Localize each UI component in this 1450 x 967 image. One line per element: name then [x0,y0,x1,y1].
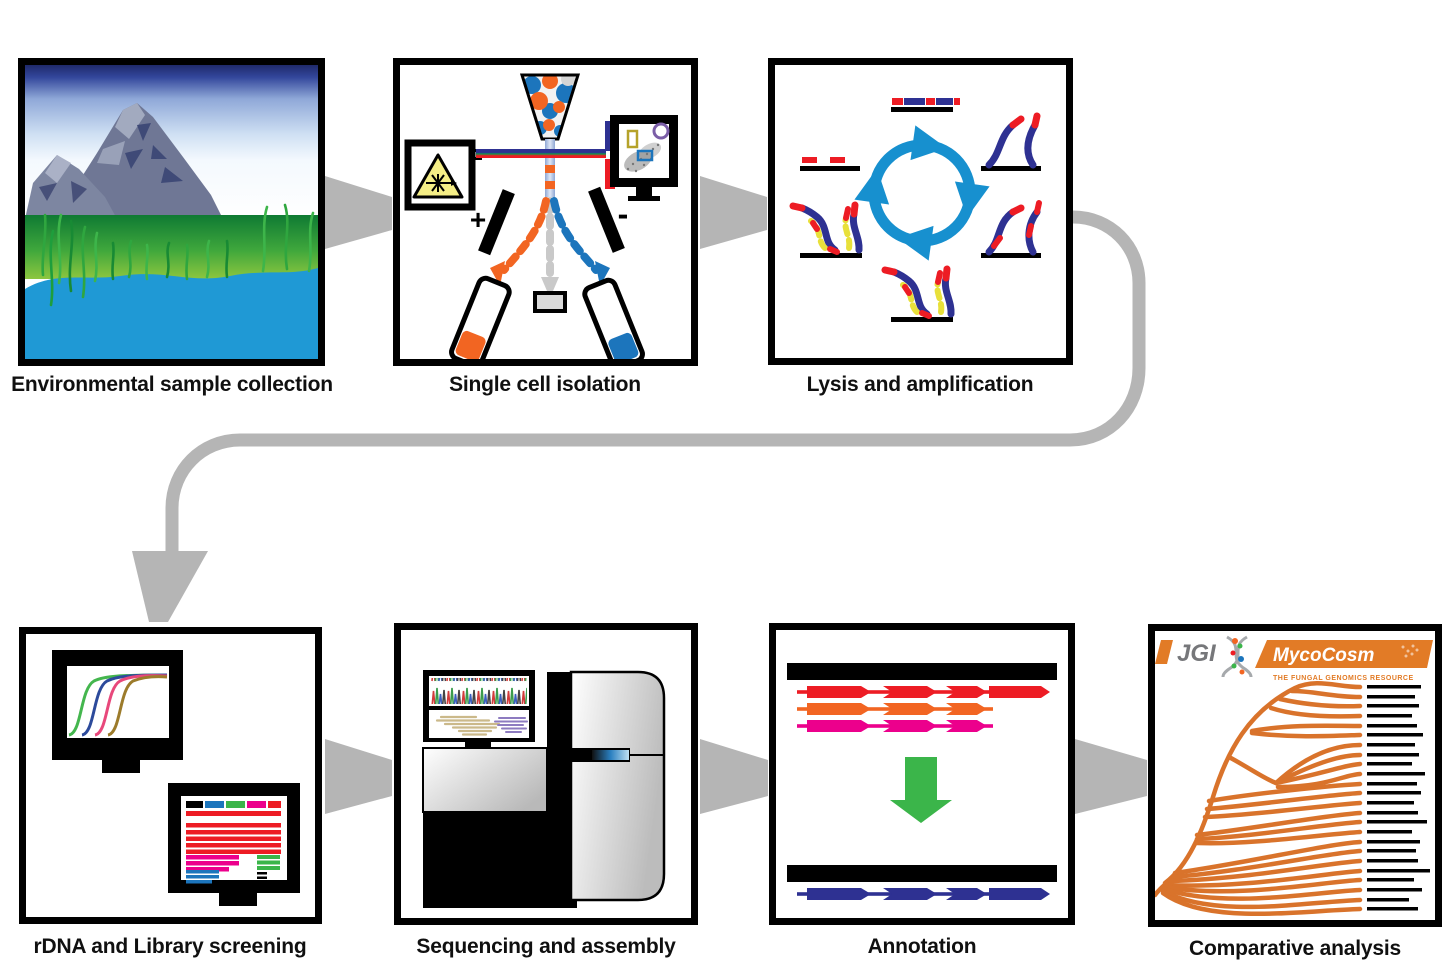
grass-band [25,215,318,279]
curved-flow-arrowhead [132,551,208,622]
step-label-rdna-and-library-screening: rDNA and Library screening [33,935,307,958]
negative-collection-tube [582,277,645,359]
taxon-label-bars [1367,685,1430,911]
panel-annotation [769,623,1075,925]
final-gene-model-track [797,888,1050,900]
sample-funnel [519,73,581,141]
flow-stream-tube [545,139,555,197]
positive-stream-arrowhead [490,261,505,286]
chromatogram-trace [431,678,527,704]
genome-scaffold-bar-bottom [787,865,1057,882]
flow-arrow-step6-step7 [1075,739,1147,814]
gate-purple [652,122,670,140]
laser-warning-icon [404,139,482,211]
waste-tray [533,291,567,313]
jgi-mycocosm-logo: JGI MycoCosm THE FUNGAL GENOMICS RESOURC… [1155,635,1433,682]
panel-single-cell-isolation: + - [393,58,698,366]
step-label-sequencing-and-assembly: Sequencing and assembly [416,935,676,958]
deflection-plate-negative [588,186,625,253]
step-label-lysis-and-amplification: Lysis and amplification [806,373,1034,396]
gate-blue [636,149,654,162]
mountains [25,103,223,219]
qpcr-curves [68,673,168,737]
panel-rdna-and-library-screening [19,627,322,924]
laser-beam [476,149,606,158]
mycocosm-banner [1255,640,1433,668]
dna-helix-icon [1221,635,1253,678]
negative-stream-arrowhead [595,261,610,286]
plus-sign: + [470,204,486,235]
flow-arrow-step4-step5 [325,739,392,814]
amplification-illustration [775,98,1042,322]
step-label-comparative-analysis: Comparative analysis [1189,937,1401,960]
down-arrow-icon [890,757,952,823]
primers-on-template [800,157,860,171]
phylogenetic-tree [1155,681,1363,916]
annotation-illustration [787,663,1057,900]
screening-illustration [52,650,300,906]
step-label-environmental-sample-collection: Environmental sample collection [11,373,333,396]
jgi-logo-text: JGI [1177,640,1217,667]
step-label-annotation: Annotation [867,935,977,958]
template-double-strand [891,98,960,112]
mycocosm-tagline: THE FUNGAL GENOMICS RESOURCE [1273,675,1414,682]
panel-lysis-and-amplification [768,58,1073,365]
qpcr-monitor [52,650,183,773]
strand-extension-early [981,112,1041,171]
flow-arrow-step2-step3 [700,176,767,249]
flow-arrow-step1-step2 [325,176,392,249]
genome-scaffold-bar-top [787,663,1057,680]
minus-sign: - [618,196,629,232]
cycle-arrow-icon [854,125,990,261]
step-label-single-cell-isolation: Single cell isolation [449,373,641,396]
jgi-logo-accent [1155,640,1173,664]
scatter-plot-monitor [610,115,678,201]
panel-sequencing-and-assembly [394,623,698,925]
branched-amplification-left [793,205,862,258]
flow-arrow-step5-step6 [700,739,768,814]
strand-displacement [981,200,1042,258]
deflection-plate-positive [478,189,515,256]
flowcell-cartridge [592,750,629,760]
branched-amplification-bottom [885,269,953,322]
machine-tower [569,670,666,902]
sequencer-illustration [422,670,666,908]
assembly-reads [435,715,528,736]
water [25,268,318,359]
alignment-rows [186,801,281,884]
gene-model-tracks [797,686,1050,732]
panel-environmental-sample-collection [18,58,325,366]
positive-collection-tube [449,275,512,359]
alignment-monitor [168,783,300,906]
grass-blades [41,203,315,307]
mycocosm-title: MycoCosm [1273,645,1374,666]
gate-yellow [626,129,639,149]
machine-front-panel [422,747,548,813]
sequencer-machine [422,670,666,908]
droplet-streams [500,197,600,277]
panel-comparative-analysis: JGI MycoCosm THE FUNGAL GENOMICS RESOURC… [1148,624,1442,927]
sequencer-monitor [423,670,535,752]
landscape-illustration [25,65,318,359]
waste-stream-arrowhead [541,277,559,298]
spore-print-decoration [1401,644,1419,658]
cell-sorter-illustration: + - [404,73,678,359]
phylogeny-illustration: JGI MycoCosm THE FUNGAL GENOMICS RESOURC… [1155,635,1433,916]
